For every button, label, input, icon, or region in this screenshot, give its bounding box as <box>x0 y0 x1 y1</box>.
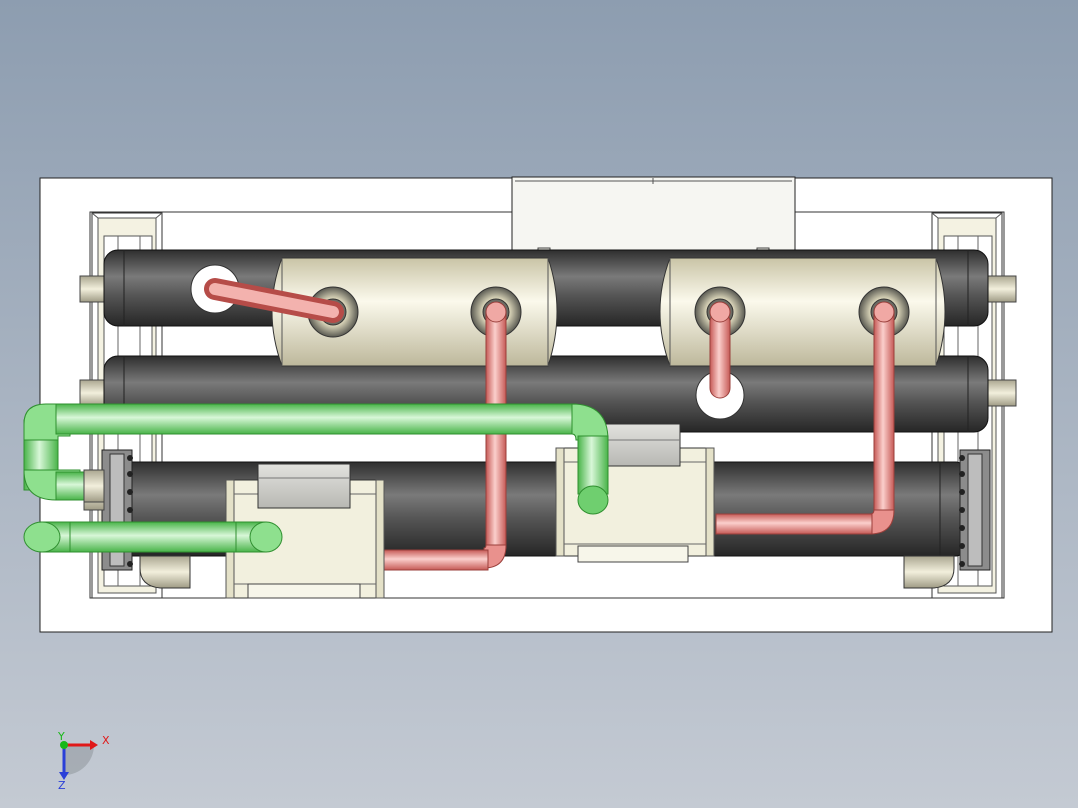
y-axis-label: Y <box>57 730 65 743</box>
stub-right-mid <box>987 379 1017 407</box>
y-axis-dot <box>60 741 68 749</box>
pink-pipe-right-riser <box>715 301 895 535</box>
axis-triad: X Y Z <box>57 730 110 792</box>
pink-pipe-diagonal <box>204 278 344 323</box>
green-pipe-lower <box>23 521 283 553</box>
x-axis-label: X <box>102 734 110 747</box>
support-saddle-left <box>139 555 191 589</box>
support-saddle-right <box>903 555 955 589</box>
pink-pipe-short-riser <box>709 301 731 399</box>
z-axis-label: Z <box>58 779 66 792</box>
control-box <box>511 176 796 257</box>
right-flange <box>959 449 991 571</box>
green-pipe-main <box>23 403 609 515</box>
stub-right-top <box>987 275 1017 303</box>
stub-left-top <box>79 275 109 303</box>
